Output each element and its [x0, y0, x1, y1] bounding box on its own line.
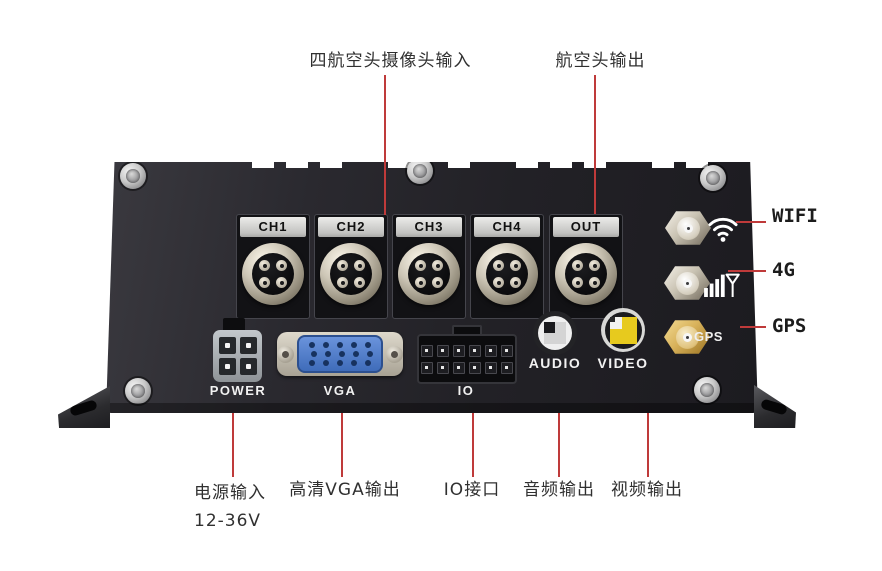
mounting-slot: [760, 398, 788, 416]
mounting-slot: [69, 399, 98, 417]
out-label: OUT: [553, 217, 619, 237]
leader-line-aviation-output: [594, 75, 596, 214]
mounting-bracket-left: [58, 386, 110, 428]
annotation-audio-output: 音频输出: [523, 480, 595, 500]
power-port-label: POWER: [209, 383, 267, 398]
audio-port-label: AUDIO: [528, 355, 582, 371]
leader-line-video: [647, 413, 649, 477]
ch2-label: CH2: [318, 217, 384, 237]
ch4-label: CH4: [474, 217, 540, 237]
audio-rca-jack: [533, 311, 577, 355]
vent-notch: [286, 162, 308, 168]
vga-socket: [297, 335, 383, 373]
vent-notch: [448, 162, 470, 168]
ch3-label: CH3: [396, 217, 462, 237]
device-body: CH1 CH2 CH3 CH4 OUT POWER: [106, 162, 758, 413]
annotation-camera-inputs: 四航空头摄像头输入: [309, 51, 472, 71]
vga-port-label: VGA: [323, 383, 357, 398]
out-aviation-connector: [555, 243, 617, 305]
annotation-4g: 4G: [772, 259, 795, 281]
out-connector-group: OUT: [549, 214, 623, 319]
wifi-icon: [708, 217, 738, 242]
vga-port: [277, 332, 403, 376]
ch2-connector-group: CH2: [314, 214, 388, 319]
leader-line-gps: [740, 326, 766, 328]
vent-notch: [686, 162, 708, 168]
leader-line-vga: [341, 413, 343, 477]
power-connector-tab: [223, 318, 245, 332]
gps-antenna-connector: [664, 320, 710, 354]
wifi-antenna-connector: [665, 211, 711, 245]
ch1-connector-group: CH1: [236, 214, 310, 319]
screw: [694, 377, 720, 403]
leader-line-wifi: [736, 221, 766, 223]
annotation-io-interface: IO接口: [443, 480, 501, 500]
annotation-wifi: WIFI: [772, 205, 818, 227]
video-port-label: VIDEO: [597, 355, 649, 371]
vga-screw-post: [386, 345, 403, 363]
leader-line-io: [472, 413, 474, 477]
screw: [125, 378, 151, 404]
vent-notch: [252, 162, 274, 168]
vent-notch: [320, 162, 342, 168]
io-port-label: IO: [457, 383, 475, 398]
screw: [120, 163, 146, 189]
vent-notch: [516, 162, 538, 168]
annotation-video-output: 视频输出: [611, 480, 683, 500]
leader-line-audio: [558, 413, 560, 477]
annotation-power-input: 电源输入 12-36V: [194, 479, 294, 535]
ch4-aviation-connector: [476, 243, 538, 305]
leader-line-power: [232, 413, 234, 477]
cellular-signal-icon: [704, 273, 740, 297]
ch3-aviation-connector: [398, 243, 460, 305]
vent-notch: [652, 162, 674, 168]
vent-notch: [388, 162, 410, 168]
video-rca-jack: [601, 308, 645, 352]
leader-line-camera-inputs: [384, 75, 386, 215]
leader-line-4g: [728, 270, 766, 272]
annotation-aviation-output: 航空头输出: [555, 51, 646, 71]
annotation-gps: GPS: [772, 315, 807, 337]
ch2-aviation-connector: [320, 243, 382, 305]
io-connector: [417, 334, 517, 384]
vent-notch: [550, 162, 572, 168]
screw: [700, 165, 726, 191]
vga-screw-post: [277, 345, 294, 363]
mounting-bracket-right: [754, 385, 796, 428]
annotation-power-input-line2: 12-36V: [194, 511, 262, 531]
annotation-vga-output: 高清VGA输出: [289, 480, 401, 500]
screw: [407, 162, 433, 184]
ch4-connector-group: CH4: [470, 214, 544, 319]
ch1-aviation-connector: [242, 243, 304, 305]
power-connector: [213, 330, 262, 382]
ch3-connector-group: CH3: [392, 214, 466, 319]
annotation-power-input-line1: 电源输入: [194, 483, 266, 503]
gps-panel-print: GPS: [694, 329, 723, 344]
ch1-label: CH1: [240, 217, 306, 237]
4g-antenna-connector: [664, 266, 710, 300]
